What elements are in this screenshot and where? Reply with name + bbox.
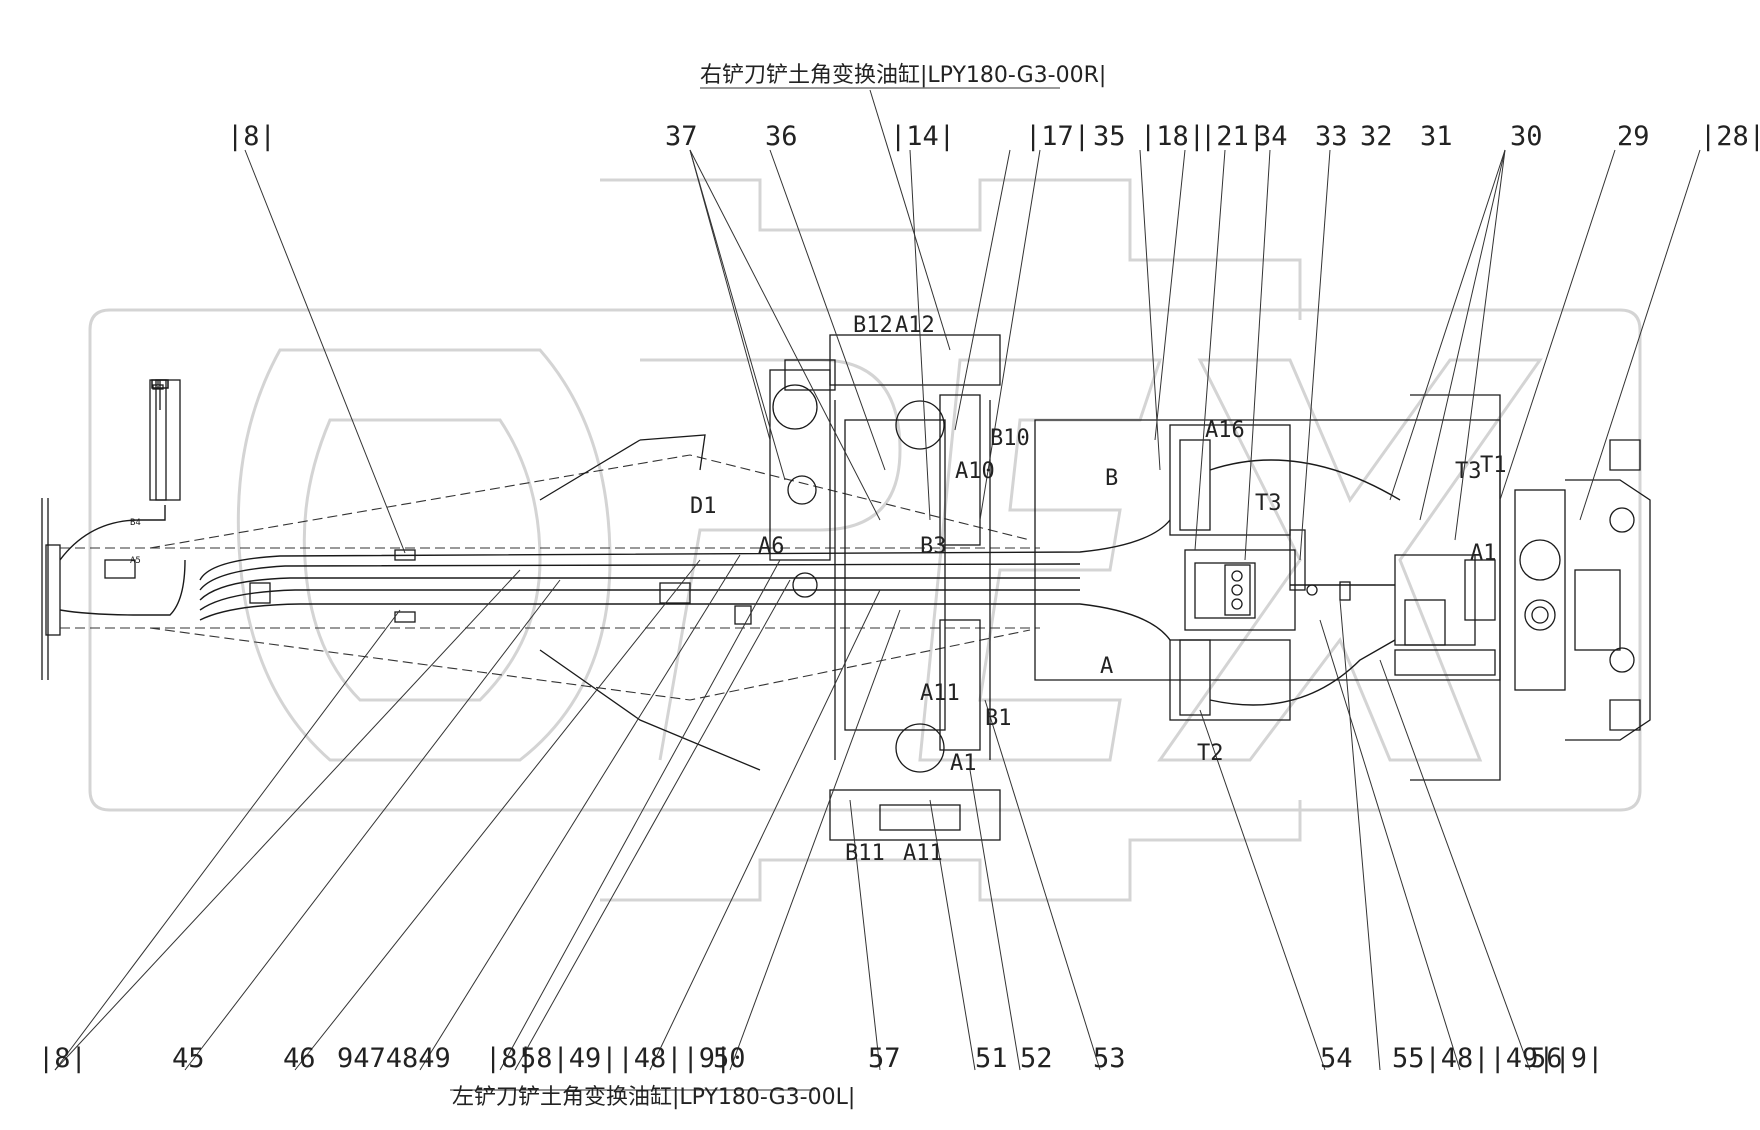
watermark-logo (88, 178, 1642, 902)
port-a10: A10 (955, 459, 995, 484)
callouts-top: |8| 37 36 |14| |17| 35 |18| |21| 34 33 3… (227, 121, 1760, 152)
callout-28: |28| (1700, 121, 1760, 152)
port-a1: A1 (1470, 541, 1497, 566)
valve-block (1169, 424, 1496, 721)
callout-57: 57 (868, 1043, 901, 1074)
callout-45: 45 (172, 1043, 205, 1074)
hose-bundle (59, 505, 1171, 641)
port-a5: A5 (130, 556, 141, 566)
leaders-bottom (54, 554, 1531, 1091)
callout-18: |18| (1140, 121, 1205, 152)
callout-bottom-8b: |8| (485, 1043, 534, 1074)
callout-37: 37 (665, 121, 698, 152)
callout-55: 55|48||49||9| (1392, 1043, 1603, 1074)
callout-top-8: |8| (227, 121, 276, 152)
callout-9474849: 9474849 (337, 1043, 451, 1074)
port-t3: T3 (1255, 491, 1282, 516)
port-t2: T2 (1197, 741, 1224, 766)
port-b11: B11 (845, 841, 885, 866)
port-b3: B3 (920, 534, 947, 559)
port-d1: D1 (690, 494, 717, 519)
frame-outline (60, 394, 1501, 781)
callout-32: 32 (1360, 121, 1393, 152)
callout-51: 51 (975, 1043, 1008, 1074)
callout-56: 56 (1530, 1043, 1563, 1074)
left-mount (41, 379, 181, 680)
callout-21: |21| (1200, 121, 1265, 152)
right-end (1514, 439, 1651, 741)
callout-50: 50 (713, 1043, 746, 1074)
port-b: B (1105, 466, 1118, 491)
port-t3b: T3 (1455, 459, 1482, 484)
port-a11: A11 (903, 841, 943, 866)
port-a1-bottom: A1 (950, 751, 977, 776)
callout-46: 46 (283, 1043, 316, 1074)
top-title: 右铲刀铲土角变换油缸|LPY180-G3-00R| (700, 63, 1106, 88)
port-labels: B12 A12 B10 A10 A16 B T3 T3 T1 A1 D1 A6 … (130, 313, 1507, 866)
callout-54: 54 (1320, 1043, 1353, 1074)
callout-34: 34 (1255, 121, 1288, 152)
port-b1: B1 (985, 706, 1012, 731)
callout-36: 36 (765, 121, 798, 152)
callout-33: 33 (1315, 121, 1348, 152)
bottom-title: 左铲刀铲土角变换油缸|LPY180-G3-00L| (452, 1085, 855, 1110)
port-a16: A16 (1205, 418, 1245, 443)
port-a11-top: A11 (920, 681, 960, 706)
port-a6: A6 (758, 534, 785, 559)
port-a: A (1100, 654, 1113, 679)
callout-30: 30 (1510, 121, 1543, 152)
callout-bottom-8: |8| (38, 1043, 87, 1074)
callout-35: 35 (1093, 121, 1126, 152)
callout-17: |17| (1025, 121, 1090, 152)
port-b10: B10 (990, 426, 1030, 451)
callout-52: 52 (1020, 1043, 1053, 1074)
leaders-top (244, 87, 1701, 561)
port-t1: T1 (1480, 453, 1507, 478)
port-b4: B4 (130, 518, 141, 528)
port-b12: B12 (853, 313, 893, 338)
callout-53: 53 (1093, 1043, 1126, 1074)
port-a12: A12 (895, 313, 935, 338)
callouts-bottom: |8| 45 46 9474849 |8| 58|49||48||9| 50 5… (38, 1043, 1603, 1074)
callout-58: 58|49||48||9| (520, 1043, 731, 1074)
callout-29: 29 (1617, 121, 1650, 152)
callout-31: 31 (1420, 121, 1453, 152)
callout-14: |14| (890, 121, 955, 152)
